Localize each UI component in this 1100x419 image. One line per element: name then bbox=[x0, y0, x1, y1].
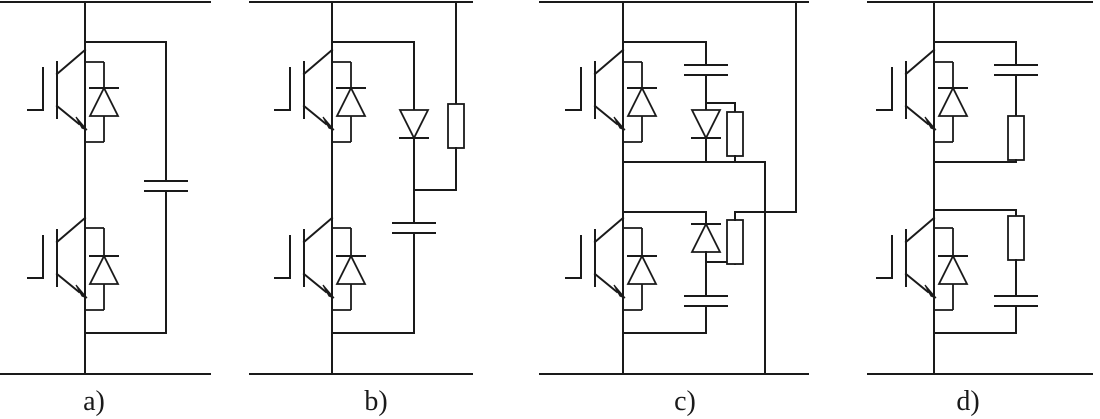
panel-c-label: c) bbox=[674, 386, 696, 417]
igbt-lower bbox=[876, 209, 937, 307]
panel-d-label: d) bbox=[956, 386, 979, 417]
igbt-upper bbox=[274, 41, 335, 139]
snubber-resistor-lower bbox=[1007, 215, 1025, 261]
igbt-upper bbox=[27, 41, 88, 139]
snubber-capacitor bbox=[392, 222, 436, 234]
snubber-diode-upper bbox=[691, 109, 721, 139]
igbt-lower bbox=[27, 209, 88, 307]
diode-lower-freewheel bbox=[89, 255, 119, 285]
diode-upper-freewheel bbox=[938, 87, 968, 117]
panel-a-label: a) bbox=[83, 386, 105, 417]
snubber-resistor-upper bbox=[1007, 115, 1025, 161]
panel-b-label: b) bbox=[364, 386, 387, 417]
snubber-capacitor-upper bbox=[994, 64, 1038, 76]
diode-upper-freewheel bbox=[627, 87, 657, 117]
snubber-resistor-upper bbox=[726, 111, 744, 157]
diode-lower-freewheel bbox=[627, 255, 657, 285]
snubber-capacitor bbox=[144, 180, 188, 192]
snubber-resistor-lower bbox=[726, 219, 744, 265]
diode-lower-freewheel bbox=[336, 255, 366, 285]
diode-upper-freewheel bbox=[336, 87, 366, 117]
panel-a-circuit: a) bbox=[0, 1, 211, 417]
snubber-capacitor-lower bbox=[684, 295, 728, 307]
diode-lower-freewheel bbox=[938, 255, 968, 285]
igbt-upper bbox=[565, 41, 626, 139]
igbt-lower bbox=[565, 209, 626, 307]
panel-c-circuit: c) bbox=[539, 1, 809, 417]
snubber-capacitor-lower bbox=[994, 295, 1038, 307]
igbt-upper bbox=[876, 41, 937, 139]
panel-b-circuit: b) bbox=[249, 1, 473, 417]
snubber-diode-lower bbox=[691, 223, 721, 253]
snubber-resistor bbox=[447, 103, 465, 149]
diode-upper-freewheel bbox=[89, 87, 119, 117]
igbt-lower bbox=[274, 209, 335, 307]
snubber-diode bbox=[399, 109, 429, 139]
snubber-capacitor-upper bbox=[684, 64, 728, 76]
panel-d-circuit: d) bbox=[867, 1, 1093, 417]
